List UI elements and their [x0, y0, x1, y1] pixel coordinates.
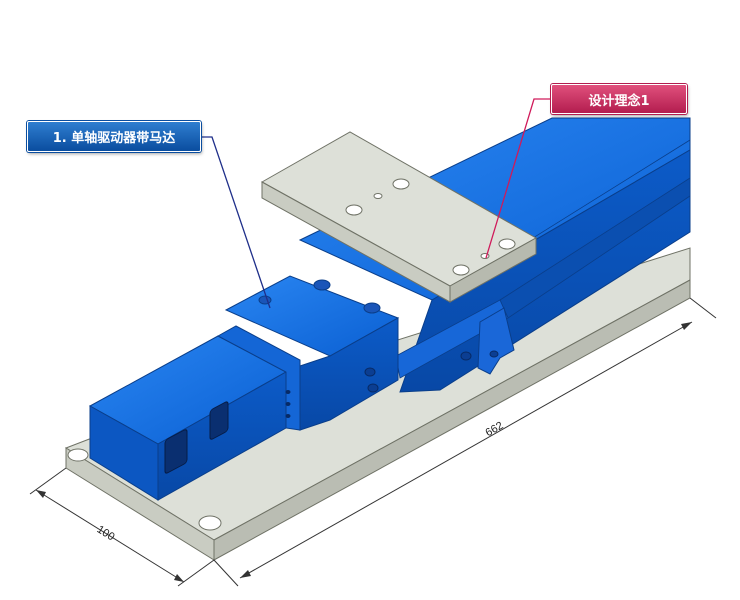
top-plate-side	[449, 237, 537, 303]
connector	[209, 401, 229, 440]
length-dimension	[213, 297, 717, 587]
cap-screw	[258, 295, 272, 305]
plate-hole	[392, 178, 410, 190]
end-bracket	[477, 307, 515, 375]
length-dimension-label: 662	[484, 420, 506, 440]
plate-hole	[452, 264, 470, 276]
rail-groove	[395, 299, 509, 379]
design-leader-line	[485, 98, 551, 259]
motor-flange	[216, 325, 301, 431]
width-dimension-label: 100	[95, 524, 117, 544]
cap-screw	[363, 302, 381, 314]
mount-hole	[198, 515, 222, 531]
side-bolt	[364, 367, 376, 377]
bracket-bolt	[460, 351, 472, 361]
plate-hole	[345, 204, 363, 216]
motor-leader-line	[201, 136, 271, 309]
connector	[164, 429, 188, 474]
motor-callout-label: 1. 单轴驱动器带马达	[27, 121, 201, 152]
cap-screw	[313, 279, 331, 291]
side-bolt	[367, 383, 379, 393]
plate-hole	[373, 193, 383, 199]
mount-hole	[67, 448, 89, 462]
carriage-block	[224, 275, 515, 431]
motor	[88, 325, 301, 501]
top-plate	[260, 131, 538, 303]
bracket-bolt	[489, 350, 499, 358]
width-dimension	[29, 467, 215, 587]
design-concept-callout-label: 设计理念1	[551, 84, 687, 114]
plate-hole	[498, 238, 516, 250]
